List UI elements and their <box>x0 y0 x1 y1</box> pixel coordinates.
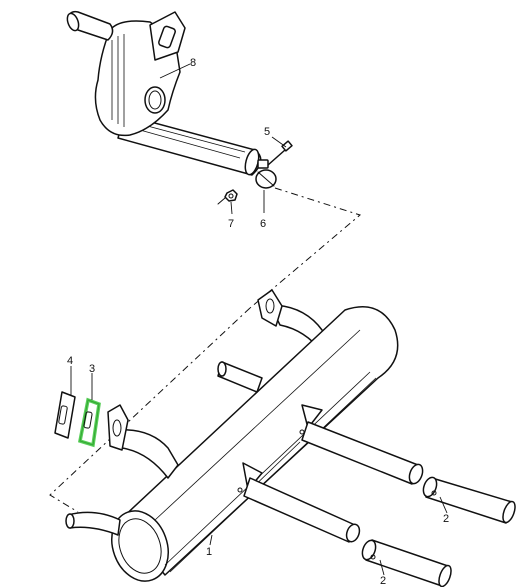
part-7-nut <box>217 189 238 205</box>
callout-4: 4 <box>67 355 73 367</box>
part-2-tailpipe-lower <box>361 539 452 587</box>
callout-3: 3 <box>89 363 95 375</box>
part-2-tailpipe-upper <box>422 476 516 524</box>
callout-2-upper: 2 <box>443 513 449 525</box>
part-4-flange-washer <box>54 391 76 439</box>
part-6-clamp <box>255 159 277 189</box>
callout-1: 1 <box>206 546 212 558</box>
callout-8: 8 <box>190 57 196 69</box>
part-5-bolt <box>267 140 293 166</box>
callout-5: 5 <box>264 126 270 138</box>
callout-2-lower: 2 <box>380 575 386 587</box>
part-1-muffler <box>65 289 424 582</box>
assembly-guide-lines <box>49 187 362 513</box>
part-8-heat-exchanger <box>66 10 262 176</box>
callout-6: 6 <box>260 218 266 230</box>
leader-lines <box>70 63 448 576</box>
part-3-gasket-highlighted <box>77 397 101 448</box>
callouts: 8 5 6 7 4 3 1 2 2 <box>67 57 449 587</box>
callout-7: 7 <box>228 218 234 230</box>
